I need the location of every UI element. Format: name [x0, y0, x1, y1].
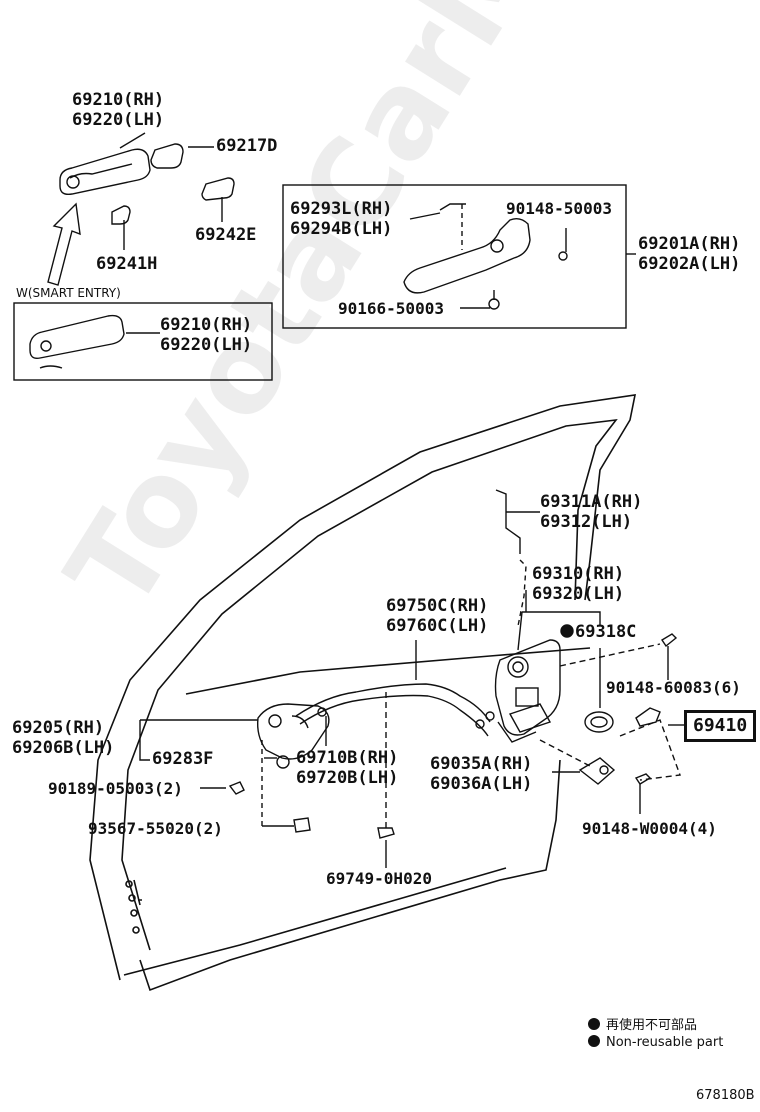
part-93567-55020-label[interactable]: 93567-55020(2): [88, 819, 223, 838]
part-69760c-label[interactable]: 69760C(LH): [386, 616, 489, 636]
legend-jp: 再使用不可部品: [588, 1014, 697, 1033]
part-90148-60083-label[interactable]: 90148-60083(6): [606, 678, 741, 697]
part-69749-0h020-label[interactable]: 69749-0H020: [326, 869, 432, 888]
door-lock-drawing: [494, 639, 561, 743]
diagram-id: 678180B: [696, 1088, 755, 1103]
part-69710b-label[interactable]: 69710B(RH): [296, 748, 399, 768]
outside-handle-drawing: [59, 148, 151, 196]
part-69318c-label[interactable]: 69318C: [575, 622, 637, 642]
gasket-69241h: [111, 205, 131, 225]
part-69310-label[interactable]: 69310(RH): [532, 564, 625, 584]
part-69320-label[interactable]: 69320(LH): [532, 584, 625, 604]
part-69720b-label[interactable]: 69720B(LH): [296, 768, 399, 788]
part-69242e-label[interactable]: 69242E: [195, 225, 257, 245]
part-69210-rh-label[interactable]: 69210(RH): [72, 90, 165, 110]
part-69217d-label[interactable]: 69217D: [216, 136, 278, 156]
handle-cap-drawing: [150, 143, 184, 169]
legend-jp-text: 再使用不可部品: [606, 1018, 698, 1033]
frame-drawing: [403, 203, 531, 294]
door-frame-drawing: [89, 394, 637, 992]
part-69293l-label[interactable]: 69293L(RH): [290, 199, 393, 219]
smart-handle-drawing: [29, 314, 125, 369]
part-69206b-label[interactable]: 69206B(LH): [12, 738, 115, 758]
part-69283f-label[interactable]: 69283F: [152, 749, 214, 769]
filled-dot-icon: [588, 1035, 600, 1047]
filled-dot-icon: [588, 1018, 600, 1030]
part-69201a-label[interactable]: 69201A(RH): [638, 234, 741, 254]
part-69294b-label[interactable]: 69294B(LH): [290, 219, 393, 239]
cable-drawing: [295, 640, 495, 737]
part-69036a-label[interactable]: 69036A(LH): [430, 774, 533, 794]
part-90189-05003-label[interactable]: 90189-05003(2): [48, 779, 183, 798]
link-drawing: [578, 757, 616, 785]
part-69410-label[interactable]: 69410: [684, 710, 757, 742]
gasket-69242e: [201, 177, 235, 201]
part-69202a-label[interactable]: 69202A(LH): [638, 254, 741, 274]
grommet-drawing: [584, 711, 614, 733]
part-90148-w0004-label[interactable]: 90148-W0004(4): [582, 819, 717, 838]
legend-en: Non-reusable part: [588, 1035, 723, 1050]
part-69035a-label[interactable]: 69035A(RH): [430, 754, 533, 774]
part-69205-label[interactable]: 69205(RH): [12, 718, 105, 738]
part-90166-50003-label[interactable]: 90166-50003: [338, 299, 444, 318]
part-69220-lh-smart-label[interactable]: 69220(LH): [160, 335, 253, 355]
part-69241h-label[interactable]: 69241H: [96, 254, 158, 274]
part-69220-lh-label[interactable]: 69220(LH): [72, 110, 165, 130]
part-69210-rh-smart-label[interactable]: 69210(RH): [160, 315, 253, 335]
part-69312-label[interactable]: 69312(LH): [540, 512, 633, 532]
legend-en-text: Non-reusable part: [606, 1035, 724, 1050]
clip-69410-drawing: [635, 707, 661, 727]
smart-entry-label: W(SMART ENTRY): [16, 286, 121, 300]
up-arrow-icon: [47, 202, 81, 286]
part-69750c-label[interactable]: 69750C(RH): [386, 596, 489, 616]
part-90148-50003-label[interactable]: 90148-50003: [506, 199, 612, 218]
part-69311a-label[interactable]: 69311A(RH): [540, 492, 643, 512]
